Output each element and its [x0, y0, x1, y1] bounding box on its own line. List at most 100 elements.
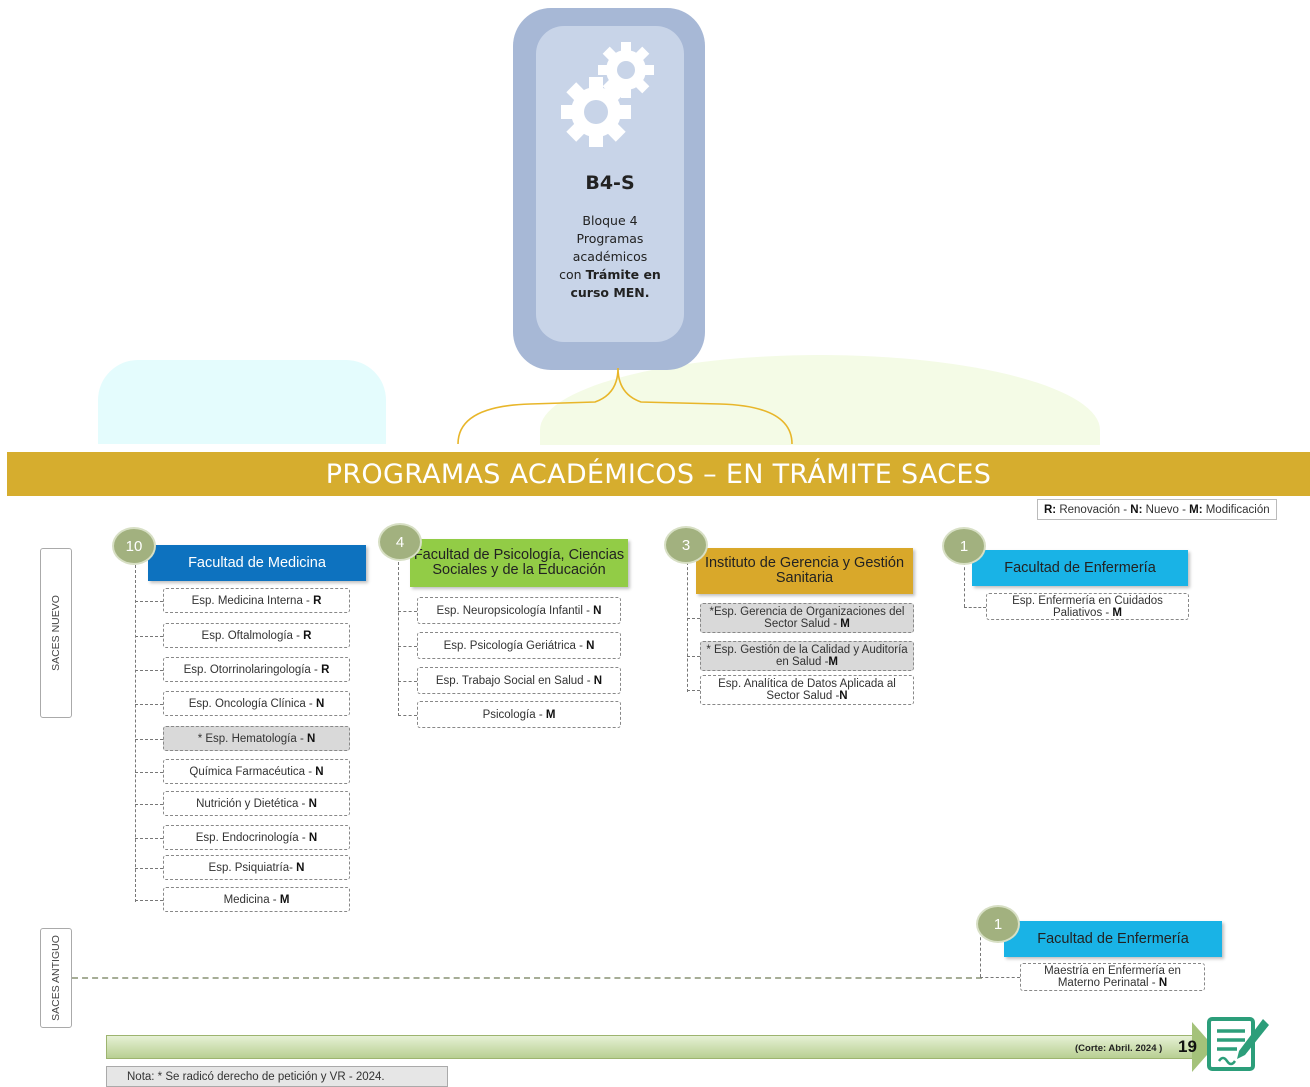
program-item: Esp. Analítica de Datos Aplicada al Sect…	[700, 675, 914, 705]
faculty-name: Instituto de Gerencia y Gestión Sanitari…	[704, 555, 905, 586]
side-label-saces-nuevo: SACES NUEVO	[40, 548, 72, 718]
side-label-text: SACES ANTIGUO	[50, 935, 62, 1021]
program-code: N	[296, 861, 305, 874]
block-code: B4-S	[585, 172, 635, 194]
program-label: *Esp. Gerencia de Organizaciones del Sec…	[704, 606, 910, 630]
program-item: Esp. Medicina Interna - R	[163, 588, 350, 613]
program-code: N	[315, 697, 325, 710]
legend-key: R:	[1044, 503, 1057, 516]
tree-branch	[135, 669, 163, 671]
count-badge-psicologia: 4	[378, 523, 422, 561]
legend-key: N:	[1130, 503, 1143, 516]
program-name: *Esp. Gerencia de Organizaciones del Sec…	[709, 606, 908, 630]
program-item: *Esp. Gerencia de Organizaciones del Sec…	[700, 603, 914, 633]
page-title-banner: PROGRAMAS ACADÉMICOS – EN TRÁMITE SACES	[7, 452, 1310, 496]
program-name: Esp. Otorrinolaringología -	[183, 663, 322, 676]
tree-branch	[687, 690, 700, 691]
program-code: M	[840, 618, 850, 630]
tree-connector	[980, 932, 981, 977]
program-code: M	[828, 656, 839, 668]
program-item: Esp. Oftalmología - R	[163, 623, 350, 648]
program-name: Esp. Enfermería en Cuidados Paliativos -	[1012, 594, 1167, 619]
faculty-header-medicina: Facultad de Medicina	[148, 545, 366, 581]
program-label: Esp. Psicología Geriátrica - N	[444, 640, 595, 652]
program-label: Medicina - M	[224, 894, 290, 906]
program-item: * Esp. Gestión de la Calidad y Auditoría…	[700, 641, 914, 671]
count-value: 1	[959, 537, 969, 555]
separator-line	[72, 977, 982, 979]
program-item: Esp. Psicología Geriátrica - N	[417, 632, 621, 659]
block-desc-line: con Trámite en	[544, 266, 676, 284]
footnote: Nota: * Se radicó derecho de petición y …	[106, 1066, 448, 1087]
faculty-name: Facultad de Psicología, Ciencias Sociale…	[413, 547, 625, 578]
program-label: Esp. Endocrinología - N	[196, 832, 317, 844]
program-item: Esp. Oncología Clínica - N	[163, 691, 350, 716]
program-item: Psicología - M	[417, 701, 621, 728]
program-code: N	[593, 674, 603, 687]
block-desc-prefix: con	[559, 267, 586, 282]
page-title: PROGRAMAS ACADÉMICOS – EN TRÁMITE SACES	[325, 458, 992, 490]
timeline-bar	[106, 1035, 1198, 1059]
program-name: Química Farmacéutica -	[189, 765, 316, 778]
program-code: N	[593, 604, 602, 617]
count-badge-enfermeria: 1	[942, 527, 986, 565]
block-description: Bloque 4 Programas académicos con Trámit…	[544, 212, 676, 300]
program-label: * Esp. Gestión de la Calidad y Auditoría…	[704, 644, 910, 668]
count-value: 4	[395, 533, 405, 551]
program-item: Medicina - M	[163, 887, 350, 912]
tree-branch	[687, 656, 700, 657]
program-name: Esp. Oncología Clínica -	[188, 697, 316, 710]
faculty-name: Facultad de Enfermería	[1037, 930, 1189, 947]
program-code: N	[315, 765, 324, 778]
faculty-header-enfermeria: Facultad de Enfermería	[972, 550, 1188, 586]
program-item: Nutrición y Dietética - N	[163, 791, 350, 816]
program-label: Esp. Otorrinolaringología - R	[184, 664, 330, 676]
tree-branch	[135, 899, 163, 901]
program-code: M	[279, 893, 290, 906]
program-label: Nutrición y Dietética - N	[196, 798, 317, 810]
tree-connector	[135, 560, 136, 902]
legend-text: Nuevo -	[1142, 503, 1190, 516]
tree-branch	[964, 606, 986, 608]
program-label: Química Farmacéutica - N	[189, 766, 323, 778]
program-item: Esp. Endocrinología - N	[163, 825, 350, 850]
count-badge-medicina: 10	[112, 527, 156, 565]
count-badge-enfermeria-antiguo: 1	[976, 905, 1020, 943]
tree-branch	[135, 771, 163, 773]
program-code: M	[1112, 606, 1123, 619]
program-label: Esp. Oftalmología - R	[202, 630, 312, 642]
program-code: R	[321, 663, 330, 676]
program-item: * Esp. Hematología - N	[163, 726, 350, 751]
tree-branch	[135, 738, 163, 740]
program-label: Esp. Trabajo Social en Salud - N	[436, 675, 602, 687]
tree-branch	[135, 703, 163, 705]
tree-branch	[398, 714, 417, 716]
program-label: * Esp. Hematología - N	[198, 733, 316, 745]
legend-text: Renovación -	[1056, 503, 1131, 516]
block-desc-line: curso MEN.	[544, 284, 676, 300]
tree-branch	[135, 600, 163, 602]
program-item: Esp. Enfermería en Cuidados Paliativos -…	[986, 593, 1189, 620]
program-item: Esp. Neuropsicología Infantil - N	[417, 597, 621, 624]
program-name: Medicina -	[223, 893, 280, 906]
program-code: M	[545, 708, 556, 721]
page-number: 19	[1178, 1037, 1197, 1056]
program-name: Esp. Psiquiatría-	[208, 861, 297, 874]
program-label: Esp. Neuropsicología Infantil - N	[437, 605, 602, 617]
program-item: Esp. Psiquiatría- N	[163, 855, 350, 880]
background-shape-left	[98, 360, 386, 444]
program-item: Esp. Trabajo Social en Salud - N	[417, 667, 621, 694]
block-desc-line: académicos	[572, 249, 648, 264]
legend-text: Modificación	[1202, 503, 1270, 516]
tree-branch	[980, 977, 1020, 978]
program-label: Esp. Psiquiatría- N	[209, 862, 305, 874]
program-label: Maestría en Enfermería en Materno Perina…	[1024, 965, 1201, 989]
faculty-header-psicologia: Facultad de Psicología, Ciencias Sociale…	[410, 539, 628, 587]
code-legend: R: Renovación - N: Nuevo - M: Modificaci…	[1037, 499, 1277, 520]
tree-connector	[687, 562, 688, 692]
program-name: Esp. Endocrinología -	[195, 831, 309, 844]
tree-connector	[964, 562, 965, 607]
faculty-header-gerencia: Instituto de Gerencia y Gestión Sanitari…	[696, 548, 913, 594]
program-name: Esp. Analítica de Datos Aplicada al Sect…	[718, 678, 900, 702]
cut-date-label: (Corte: Abril. 2024 )	[1075, 1042, 1163, 1054]
